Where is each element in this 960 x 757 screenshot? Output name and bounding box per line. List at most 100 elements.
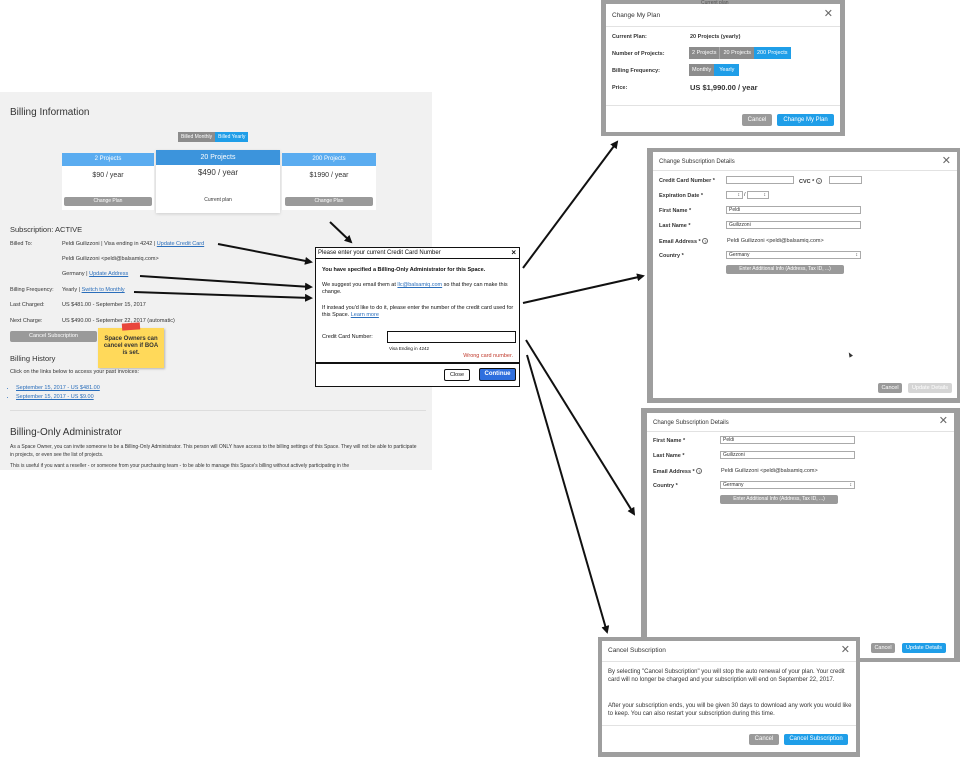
close-icon[interactable]: ✕ — [941, 155, 951, 167]
country-select[interactable]: Germany ↕ — [720, 481, 855, 489]
expiration-year-select[interactable]: ↕ — [747, 191, 769, 199]
close-icon[interactable]: ✕ — [938, 415, 948, 427]
option-yearly[interactable]: Yearly — [714, 64, 740, 76]
additional-info-button[interactable]: Enter Additional Info (Address, Tax ID, … — [726, 265, 844, 274]
card-number-input[interactable] — [387, 331, 516, 343]
email-link[interactable]: llc@balsamiq.com — [397, 282, 443, 288]
cancel-explanation: By selecting "Cancel Subscription" you w… — [608, 669, 845, 683]
last-charged-value: US $481.00 - September 15, 2017 — [62, 302, 146, 308]
change-plan-button[interactable]: Change Plan — [64, 197, 152, 206]
caret-updown-icon: ↕ — [855, 252, 859, 258]
invoice-link[interactable]: September 15, 2017 - US $481.00 — [16, 385, 100, 391]
plan-card-2-projects: 2 Projects $90 / year Change Plan — [62, 153, 154, 210]
email-label: Email Address * ? — [653, 468, 703, 475]
change-subscription-address-dialog: Change Subscription Details ✕ First Name… — [647, 413, 954, 658]
arrow-to-card-details — [522, 273, 645, 304]
subscription-status: Subscription: ACTIVE — [10, 225, 83, 234]
plan-card-price: $490 / year — [197, 168, 239, 177]
boa-paragraph: This is useful if you want a reseller - … — [10, 463, 350, 469]
last-name-input[interactable]: Guilizzoni — [720, 451, 855, 459]
billed-to-email: Peldi Guilizzoni <peldi@balsamiq.com> — [62, 256, 159, 262]
update-address-link[interactable]: Update Address — [89, 271, 129, 277]
confirm-cancel-subscription-button[interactable]: Cancel Subscription — [784, 734, 848, 745]
additional-info-button[interactable]: Enter Additional Info (Address, Tax ID, … — [720, 495, 838, 504]
card-number-error: Wrong card number. — [463, 353, 513, 359]
frequency-selector[interactable]: Monthly Yearly — [689, 64, 740, 76]
dialog-divider — [606, 26, 840, 27]
dialog-suggest: We suggest you email them at llc@balsami… — [322, 282, 517, 296]
country-value: Germany — [729, 252, 750, 258]
close-button[interactable]: Close — [444, 369, 470, 381]
cancel-button[interactable]: Cancel — [749, 734, 779, 745]
billed-to-country: Germany | — [62, 271, 88, 277]
update-details-button[interactable]: Update Details — [902, 643, 946, 653]
cancel-button[interactable]: Cancel — [742, 114, 772, 126]
learn-more-link[interactable]: Learn more — [350, 312, 379, 318]
cancel-subscription-button[interactable]: Cancel Subscription — [10, 331, 97, 342]
number-of-projects-label: Number of Projects: — [612, 51, 665, 57]
billed-to-country-row: Germany | Update Address — [62, 271, 128, 277]
cancel-after-info: After your subscription ends, you will b… — [608, 703, 852, 717]
boa-title: Billing-Only Administrator — [10, 427, 122, 438]
billed-monthly-option[interactable]: Billed Monthly — [178, 132, 216, 142]
option-2-projects[interactable]: 2 Projects — [689, 47, 720, 59]
dialog-divider — [647, 431, 954, 432]
card-number-input[interactable] — [726, 176, 794, 184]
help-circle-icon[interactable]: ? — [702, 238, 709, 244]
caret-updown-icon: ↕ — [737, 192, 741, 198]
switch-to-monthly-link[interactable]: Switch to Monthly — [81, 287, 125, 293]
frequency-label: Billing Frequency: — [10, 287, 54, 293]
cvc-input[interactable] — [829, 176, 862, 184]
change-plan-button[interactable]: Change Plan — [285, 197, 373, 206]
plan-card-price: $90 / year — [92, 172, 124, 179]
close-icon[interactable]: ✕ — [840, 644, 850, 656]
expiration-month-select[interactable]: ↕ — [726, 191, 743, 199]
price-label: Price: — [612, 85, 628, 91]
projects-selector[interactable]: 2 Projects 20 Projects 200 Projects — [689, 47, 791, 59]
dialog-footer-divider — [316, 362, 519, 364]
option-20-projects[interactable]: 20 Projects — [719, 47, 754, 59]
option-monthly[interactable]: Monthly — [689, 64, 715, 76]
cancel-button[interactable]: Cancel — [871, 643, 895, 653]
change-subscription-card-dialog: Change Subscription Details ✕ Credit Car… — [653, 152, 957, 398]
close-icon[interactable]: × — [511, 248, 516, 257]
next-charge-label: Next Charge: — [10, 318, 43, 324]
continue-button[interactable]: Continue — [479, 368, 516, 381]
billing-title: Billing Information — [10, 107, 90, 118]
billing-period-toggle[interactable]: Billed Monthly Billed Yearly — [178, 132, 249, 142]
dialog-heading: You have specified a Billing-Only Admini… — [322, 267, 486, 273]
current-plan-label: Current plan — [204, 197, 232, 203]
dialog-divider — [602, 725, 856, 726]
last-name-label: Last Name * — [653, 453, 685, 459]
price-value: US $1,990.00 / year — [690, 83, 758, 92]
option-200-projects[interactable]: 200 Projects — [753, 47, 791, 59]
country-select[interactable]: Germany ↕ — [726, 251, 861, 259]
sticky-tape — [121, 322, 141, 331]
sticky-note: Space Owners can cancel even if BOA is s… — [98, 322, 164, 368]
country-label: Country * — [653, 483, 678, 489]
expiration-separator: / — [744, 192, 746, 198]
billed-yearly-option[interactable]: Billed Yearly — [215, 132, 249, 142]
first-name-input[interactable]: Peldi — [726, 206, 861, 214]
billed-to-value: Peldi Guilizzoni | Visa ending in 4242 | — [62, 241, 156, 247]
help-circle-icon[interactable]: ? — [696, 468, 703, 474]
card-number-hint: Visa Ending in 4242 — [389, 346, 429, 351]
cancel-button[interactable]: Cancel — [878, 383, 902, 393]
first-name-input[interactable]: Peldi — [720, 436, 855, 444]
cvc-label-text: CVC * — [799, 179, 815, 185]
arrow-to-change-plan — [522, 140, 619, 269]
caret-updown-icon: ↕ — [849, 482, 853, 488]
caret-updown-icon: ↕ — [763, 192, 767, 198]
mouse-cursor-icon — [847, 351, 853, 358]
invoice-link[interactable]: September 15, 2017 - US $9.00 — [16, 394, 100, 400]
close-icon[interactable]: ✕ — [823, 8, 833, 20]
help-circle-icon[interactable]: ? — [815, 178, 822, 184]
change-my-plan-button[interactable]: Change My Plan — [777, 114, 834, 126]
email-label-text: Email Address * — [653, 469, 695, 475]
update-credit-card-link[interactable]: Update Credit Card — [156, 241, 205, 247]
change-plan-dialog: Change My Plan ✕ Current Plan: 20 Projec… — [606, 4, 840, 132]
dialog-instead: If instead you'd like to do it, please e… — [322, 305, 520, 319]
update-details-button[interactable]: Update Details — [908, 383, 952, 393]
last-name-input[interactable]: Guilizzoni — [726, 221, 861, 229]
current-plan-label: Current Plan: — [612, 34, 647, 40]
